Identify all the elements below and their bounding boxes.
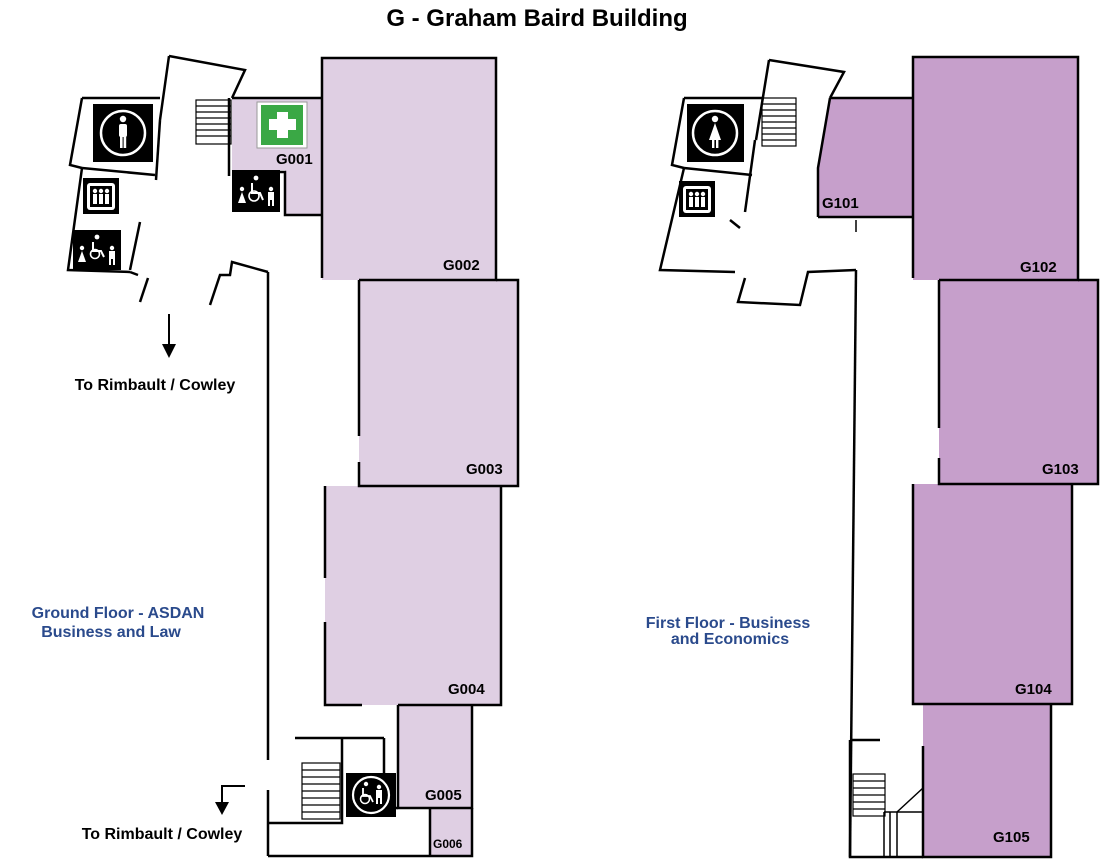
room-label-g101: G101	[822, 195, 859, 212]
lift-icon	[679, 181, 715, 217]
room-g003[interactable]	[359, 280, 518, 486]
room-label-g103: G103	[1042, 461, 1079, 478]
room-label-g005: G005	[425, 787, 462, 804]
first-floor-walls	[658, 55, 1100, 859]
accessible-toilet-icon	[232, 170, 280, 212]
room-g101[interactable]	[818, 98, 913, 217]
ground-floor-label-line1: Ground Floor - ASDAN	[32, 605, 205, 622]
first-aid-icon	[256, 101, 308, 149]
first-floor-label-line2: and Economics	[671, 631, 789, 648]
room-g006[interactable]	[430, 808, 472, 856]
room-g104[interactable]	[913, 484, 1072, 704]
map-title: G - Graham Baird Building	[386, 5, 687, 32]
first-floor-label-line1: First Floor - Business	[646, 615, 811, 632]
room-g102[interactable]	[913, 57, 1078, 280]
room-g005[interactable]	[398, 705, 472, 808]
room-label-g002: G002	[443, 257, 480, 274]
ground-floor-plan: G001 G002 G003 G004 G005 G006 To Rimbaul…	[32, 54, 520, 858]
ground-floor-label-line2: Business and Law	[41, 624, 181, 641]
room-label-g003: G003	[466, 461, 503, 478]
direction-label-bottom: To Rimbault / Cowley	[82, 826, 243, 843]
accessible-lift-icon	[346, 773, 396, 817]
arrow-down-icon	[162, 314, 176, 358]
room-g002[interactable]	[322, 58, 496, 280]
female-toilet-icon	[687, 104, 744, 162]
room-label-g006: G006	[433, 837, 463, 851]
room-g105[interactable]	[923, 704, 1051, 857]
room-g004[interactable]	[325, 486, 501, 705]
arrow-turn-down-icon	[215, 785, 245, 815]
direction-label-top: To Rimbault / Cowley	[75, 377, 236, 394]
room-label-g001: G001	[276, 151, 313, 168]
ground-floor-walls	[66, 54, 520, 858]
accessible-toilet-icon	[73, 230, 121, 270]
male-toilet-icon	[93, 104, 153, 162]
room-label-g105: G105	[993, 829, 1030, 846]
room-label-g102: G102	[1020, 259, 1057, 276]
room-label-g004: G004	[448, 681, 485, 698]
room-g103[interactable]	[939, 280, 1098, 484]
lift-icon	[83, 178, 119, 214]
room-label-g104: G104	[1015, 681, 1052, 698]
first-floor-plan: G101 G102 G103 G104 G105 First Floor - B…	[646, 55, 1100, 859]
